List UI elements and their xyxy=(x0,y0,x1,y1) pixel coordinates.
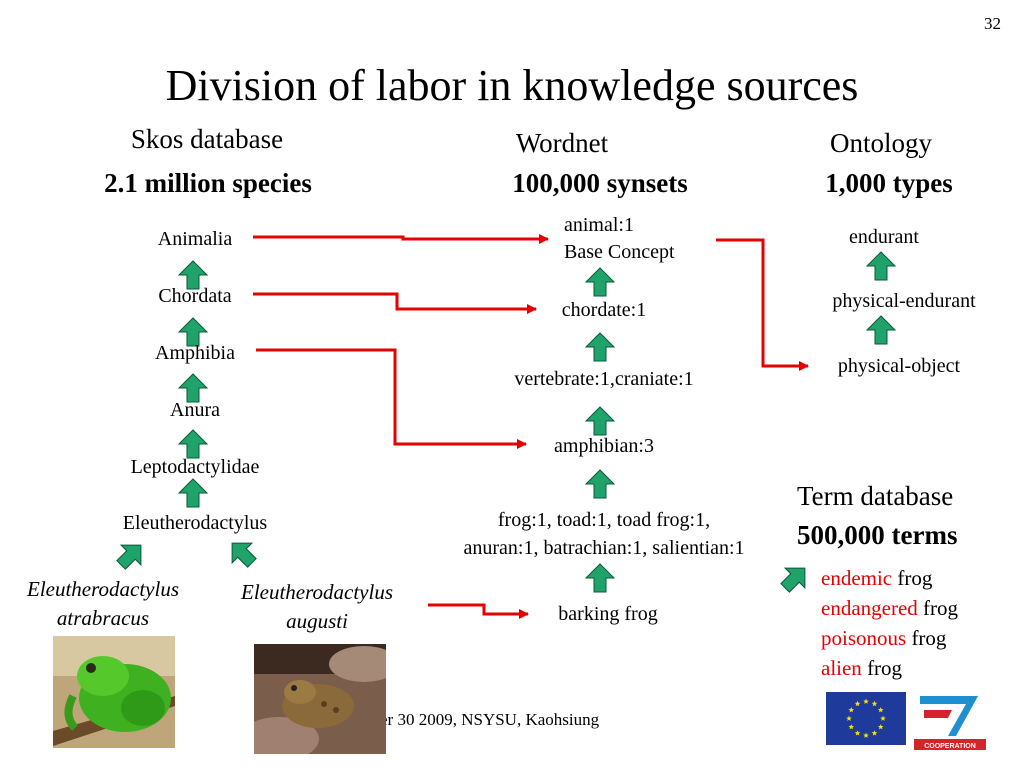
eu-star-icon xyxy=(846,715,852,721)
ontology-node-physical-object: physical-object xyxy=(837,355,961,377)
page-number: 32 xyxy=(984,14,1001,33)
up-arrow-icon xyxy=(585,267,615,297)
diagonal-up-arrow-icon xyxy=(221,532,263,574)
ontology-header: Ontology xyxy=(829,128,933,158)
up-arrow-icon xyxy=(178,429,208,459)
up-arrow-icon xyxy=(866,251,896,281)
term-item: endemic frog xyxy=(821,563,958,593)
up-arrow-icon xyxy=(178,478,208,508)
skos-node-anura: Anura xyxy=(170,399,220,421)
fp7-cooperation-logo: COOPERATION xyxy=(912,690,988,752)
term-head: frog xyxy=(923,596,959,620)
diagonal-up-arrow-icon xyxy=(110,534,152,576)
eu-star-icon xyxy=(863,698,869,704)
wordnet-node-frog-line2: anuran:1, batrachian:1, salientian:1 xyxy=(463,537,745,559)
eu-star-icon xyxy=(848,724,855,730)
term-item: poisonous frog xyxy=(821,623,958,653)
term-modifier: poisonous xyxy=(821,626,907,650)
mapping-arrow-animalia xyxy=(253,234,549,244)
skos-header: Skos database xyxy=(130,124,284,154)
term-database-header: Term database xyxy=(797,481,954,511)
eu-star-icon xyxy=(877,707,884,713)
ontology-node-physical-endurant: physical-endurant xyxy=(832,290,976,312)
eu-star-icon xyxy=(871,730,878,736)
skos-size: 2.1 million species xyxy=(104,168,312,198)
term-head: frog xyxy=(867,656,903,680)
eu-star-icon xyxy=(871,700,878,707)
wordnet-node-animal: animal:1 Base Concept xyxy=(564,212,675,266)
term-item: endangered frog xyxy=(821,593,958,623)
up-arrow-icon xyxy=(178,373,208,403)
eu-star-icon xyxy=(848,707,855,713)
term-list: endemic frog endangered frog poisonous f… xyxy=(821,563,958,683)
species-epithet: augusti xyxy=(286,609,348,633)
eu-star-icon xyxy=(877,724,884,730)
footer-text: er 30 2009, NSYSU, Kaohsiung xyxy=(380,710,600,729)
wordnet-node-frog: frog:1, toad:1, toad frog:1, anuran:1, b… xyxy=(463,506,744,562)
wordnet-node-frog-line1: frog:1, toad:1, toad frog:1, xyxy=(497,509,711,531)
diagonal-up-arrow-icon xyxy=(774,557,816,599)
skos-node-animalia: Animalia xyxy=(157,228,233,250)
species-atrabracus: Eleutherodactylus atrabracus xyxy=(27,575,179,633)
wordnet-node-base-concept: Base Concept xyxy=(564,241,675,263)
term-modifier: alien xyxy=(821,656,862,680)
toad-photo xyxy=(254,644,386,754)
wordnet-node-amphibian: amphibian:3 xyxy=(554,435,654,457)
up-arrow-icon xyxy=(585,406,615,436)
eu-star-icon xyxy=(880,715,886,721)
slide-title: Division of labor in knowledge sources xyxy=(165,61,859,110)
eu-star-icon xyxy=(854,700,861,707)
mapping-arrow-animal-physical-object xyxy=(716,238,809,371)
skos-node-leptodactylidae: Leptodactylidae xyxy=(130,456,260,478)
wordnet-node-chordate: chordate:1 xyxy=(561,299,647,321)
eu-star-icon xyxy=(854,730,861,736)
wordnet-node-barking-frog: barking frog xyxy=(558,603,658,625)
mapping-arrow-amphibia xyxy=(256,348,527,449)
eu-star-icon xyxy=(863,732,869,738)
species-genus: Eleutherodactylus xyxy=(26,577,180,601)
up-arrow-icon xyxy=(585,332,615,362)
wordnet-size: 100,000 synsets xyxy=(512,168,688,198)
mapping-arrow-augusti xyxy=(428,603,529,619)
term-head: frog xyxy=(897,566,933,590)
term-head: frog xyxy=(911,626,947,650)
frog-photo xyxy=(53,636,175,748)
ontology-node-endurant: endurant xyxy=(849,226,919,248)
term-item: alien frog xyxy=(821,653,958,683)
up-arrow-icon xyxy=(866,315,896,345)
eu-flag-logo xyxy=(826,692,906,745)
skos-node-amphibia: Amphibia xyxy=(155,342,235,364)
wordnet-node-vertebrate: vertebrate:1,craniate:1 xyxy=(514,368,694,390)
species-epithet: atrabracus xyxy=(56,606,150,630)
wordnet-node-animal-label: animal:1 xyxy=(564,214,634,236)
skos-node-eleutherodactylus: Eleutherodactylus xyxy=(122,512,268,534)
term-database-size: 500,000 terms xyxy=(797,520,958,550)
ontology-size: 1,000 types xyxy=(825,168,953,198)
skos-node-chordata: Chordata xyxy=(158,285,232,307)
fp7-label: COOPERATION xyxy=(924,743,976,750)
wordnet-header: Wordnet xyxy=(515,128,609,158)
species-augusti: Eleutherodactylus augusti xyxy=(241,578,393,636)
species-genus: Eleutherodactylus xyxy=(240,580,394,604)
mapping-arrow-chordata xyxy=(253,292,537,314)
term-modifier: endangered xyxy=(821,596,918,620)
up-arrow-icon xyxy=(585,469,615,499)
up-arrow-icon xyxy=(585,563,615,593)
term-modifier: endemic xyxy=(821,566,893,590)
